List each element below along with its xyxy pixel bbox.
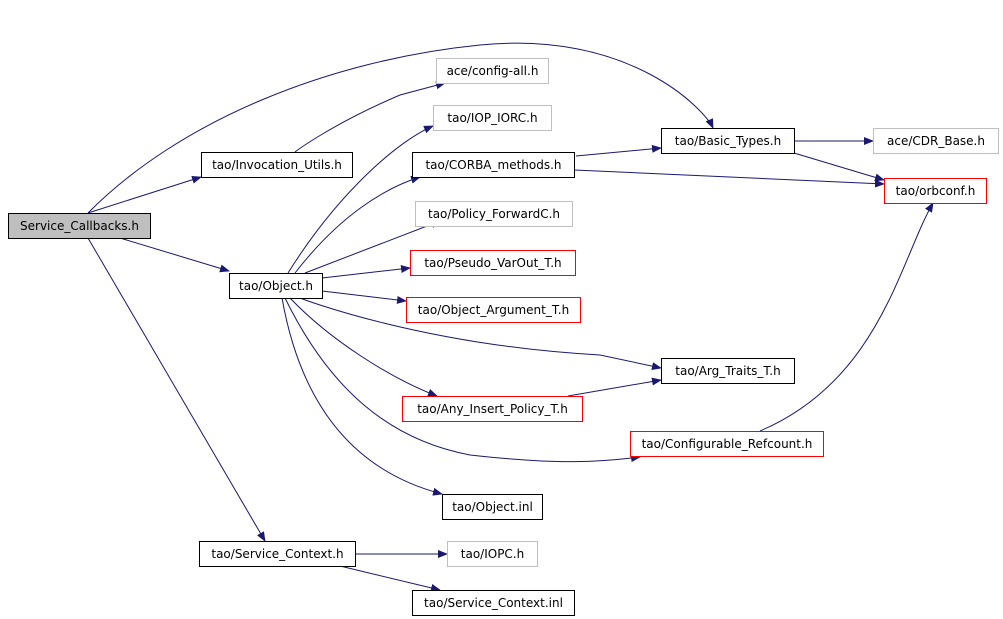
- node-configurable-refcount[interactable]: tao/Configurable_Refcount.h: [630, 431, 824, 457]
- node-label: tao/Basic_Types.h: [675, 134, 781, 148]
- node-corba-methods[interactable]: tao/CORBA_methods.h: [412, 152, 575, 178]
- node-object-argument[interactable]: tao/Object_Argument_T.h: [406, 297, 581, 323]
- edge-corba_methods-to-orbconf: [573, 169, 885, 188]
- node-cdr-base[interactable]: ace/CDR_Base.h: [873, 128, 999, 154]
- node-box: [442, 494, 543, 520]
- edge-object_h-to-iop_iorc: [287, 125, 434, 274]
- edge-service_callbacks-to-object_h: [119, 237, 230, 273]
- node-arg-traits[interactable]: tao/Arg_Traits_T.h: [661, 358, 795, 384]
- node-box: [406, 297, 581, 323]
- edge-object_h-to-any_insert_policy: [289, 297, 438, 397]
- edge-service_callbacks-to-invocation_utils: [87, 175, 202, 214]
- edge-any_insert_policy-to-arg_traits: [567, 377, 662, 397]
- node-label: tao/Service_Context.h: [211, 547, 343, 561]
- edge-object_h-to-corba_methods: [294, 175, 421, 274]
- node-label: tao/Invocation_Utils.h: [212, 158, 342, 172]
- edge-object_h-to-object_argument: [321, 290, 407, 304]
- edge-object_h-to-object_inl: [281, 297, 443, 496]
- node-label: tao/orbconf.h: [896, 184, 976, 198]
- node-policy-forwardc[interactable]: tao/Policy_ForwardC.h: [415, 201, 573, 227]
- node-label: tao/CORBA_methods.h: [425, 158, 561, 172]
- node-box: [630, 431, 824, 457]
- node-object-h[interactable]: tao/Object.h: [229, 273, 323, 299]
- edge-service_context-to-service_context_inl: [339, 565, 441, 592]
- node-label: tao/Object.h: [239, 279, 313, 293]
- node-label: ace/CDR_Base.h: [887, 134, 985, 148]
- node-box: [436, 58, 549, 84]
- node-box: [873, 128, 999, 154]
- node-box: [884, 178, 987, 204]
- node-iop-iorc[interactable]: tao/IOP_IORC.h: [433, 105, 552, 131]
- edge-object_h-to-configurable_refcount: [284, 297, 641, 463]
- node-box: [412, 152, 575, 178]
- node-box: [412, 590, 575, 616]
- node-box: [410, 250, 576, 276]
- node-box: [433, 105, 552, 131]
- node-label: tao/Policy_ForwardC.h: [428, 207, 560, 221]
- node-box: [201, 152, 353, 178]
- node-iopc[interactable]: tao/IOPC.h: [447, 541, 538, 567]
- node-orbconf[interactable]: tao/orbconf.h: [884, 178, 987, 204]
- edge-service_callbacks-to-basic_types: [87, 42, 714, 214]
- node-box: [8, 213, 151, 239]
- node-label: Service_Callbacks.h: [20, 219, 139, 233]
- node-label: tao/Service_Context.inl: [424, 596, 563, 610]
- edge-service_callbacks-to-service_context: [87, 237, 266, 542]
- node-box: [661, 358, 795, 384]
- edge-corba_methods-to-basic_types: [575, 144, 662, 157]
- node-box: [661, 128, 795, 154]
- node-box: [229, 273, 323, 299]
- node-label: ace/config-all.h: [447, 64, 539, 78]
- node-service-context[interactable]: tao/Service_Context.h: [199, 541, 356, 567]
- edge-object_h-to-policy_forwardc: [304, 220, 441, 274]
- edges-layer: [87, 42, 934, 592]
- nodes-layer: Service_Callbacks.h ace/config-all.h tao/I…: [8, 58, 999, 616]
- node-pseudo-varout[interactable]: tao/Pseudo_VarOut_T.h: [410, 250, 576, 276]
- node-box: [447, 541, 538, 567]
- node-label: tao/Object.inl: [452, 500, 533, 514]
- edge-object_h-to-pseudo_varout: [321, 265, 411, 279]
- node-box: [415, 201, 573, 227]
- node-label: tao/IOPC.h: [461, 547, 524, 561]
- node-invocation-utils[interactable]: tao/Invocation_Utils.h: [201, 152, 353, 178]
- node-label: tao/Object_Argument_T.h: [418, 303, 569, 317]
- edge-configurable_refcount-to-orbconf: [759, 202, 934, 432]
- node-basic-types[interactable]: tao/Basic_Types.h: [661, 128, 795, 154]
- node-object-inl[interactable]: tao/Object.inl: [442, 494, 543, 520]
- node-label: tao/Any_Insert_Policy_T.h: [417, 402, 568, 416]
- node-label: tao/IOP_IORC.h: [447, 111, 537, 125]
- node-service-callbacks[interactable]: Service_Callbacks.h: [8, 213, 151, 239]
- node-label: tao/Configurable_Refcount.h: [642, 437, 813, 451]
- edge-object_h-to-arg_traits: [299, 297, 662, 371]
- node-config-all[interactable]: ace/config-all.h: [436, 58, 549, 84]
- node-box: [402, 396, 583, 422]
- node-box: [199, 541, 356, 567]
- node-label: tao/Pseudo_VarOut_T.h: [424, 256, 561, 270]
- node-service-context-inl[interactable]: tao/Service_Context.inl: [412, 590, 575, 616]
- edge-invocation_utils-to-config_all: [294, 81, 446, 153]
- node-any-insert-policy[interactable]: tao/Any_Insert_Policy_T.h: [402, 396, 583, 422]
- node-label: tao/Arg_Traits_T.h: [675, 364, 780, 378]
- edge-basic_types-to-orbconf: [793, 152, 885, 182]
